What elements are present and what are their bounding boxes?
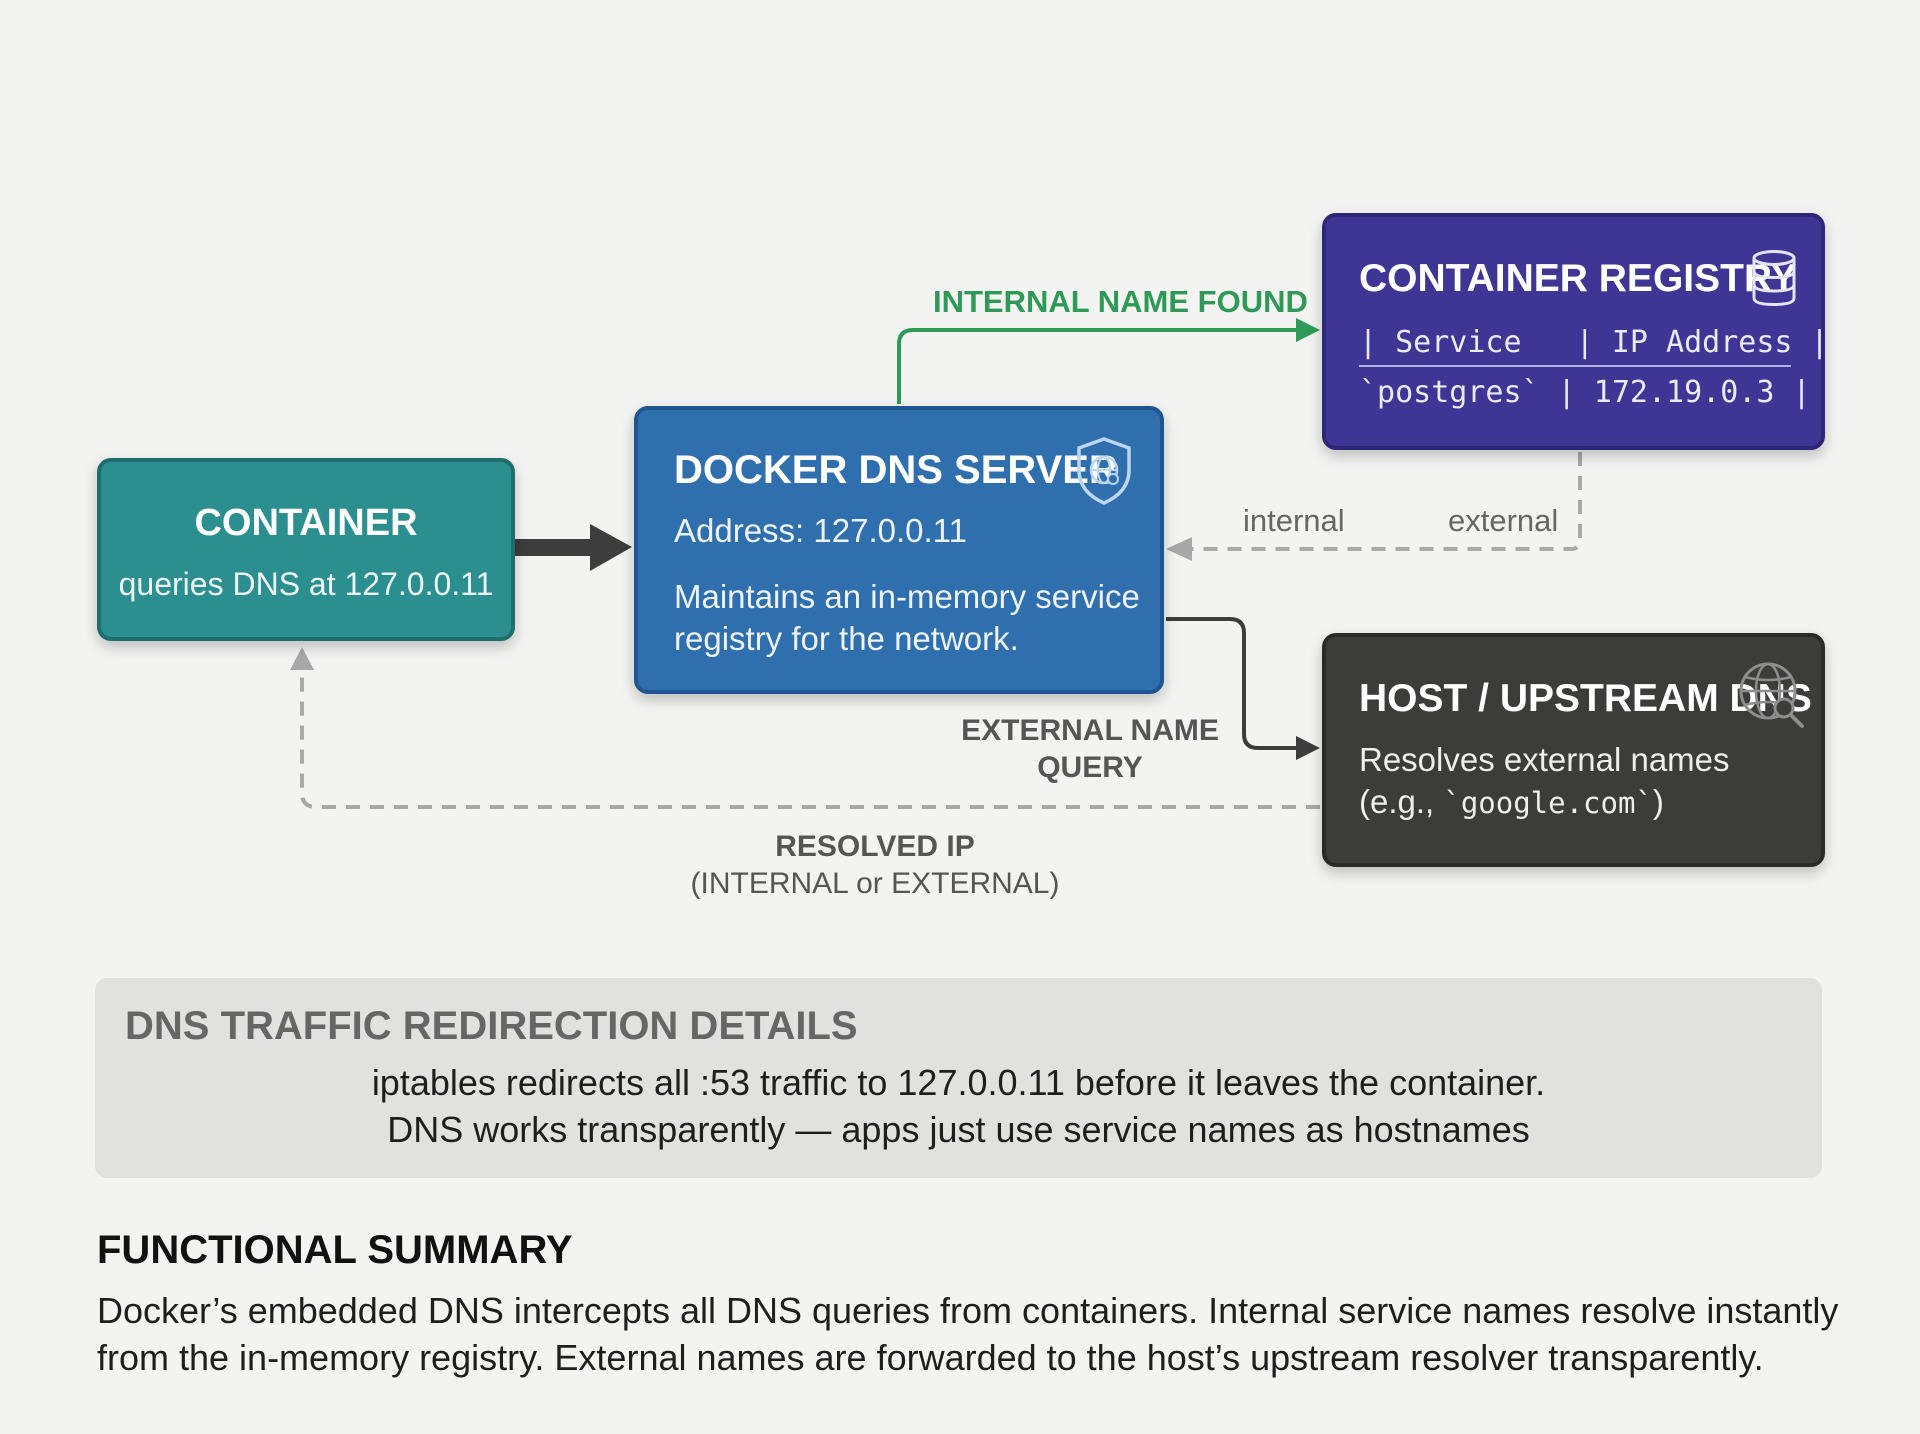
shield-globe-icon xyxy=(1077,437,1131,505)
internal-found-arrowhead xyxy=(1296,318,1320,342)
container-subtitle: queries DNS at 127.0.0.11 xyxy=(118,566,494,602)
summary-title: FUNCTIONAL SUMMARY xyxy=(97,1228,573,1272)
resolved-ip-arrowhead xyxy=(290,647,314,670)
container-registry-node: CONTAINER REGISTRY | Service | IP Addres… xyxy=(1322,213,1829,450)
host-title: HOST / UPSTREAM DNS xyxy=(1359,677,1812,720)
details-line-2: DNS works transparently — apps just use … xyxy=(387,1109,1530,1150)
query-arrow xyxy=(515,524,632,571)
registry-header-row: | Service | IP Address | xyxy=(1359,325,1829,360)
registry-return-arrowhead xyxy=(1166,537,1192,561)
host-description-prefix: Resolves external names (e.g., xyxy=(1359,741,1730,820)
host-description-code: `google.com` xyxy=(1443,786,1653,820)
internal-found-arrow xyxy=(897,328,1298,404)
resolved-ip-label: RESOLVED IP (INTERNAL or EXTERNAL) xyxy=(625,828,1125,902)
external-query-line2: QUERY xyxy=(1037,751,1143,784)
external-query-line1: EXTERNAL NAME xyxy=(961,714,1219,747)
redirection-details-panel: DNS TRAFFIC REDIRECTION DETAILS iptables… xyxy=(95,978,1822,1178)
external-label: external xyxy=(1448,503,1559,538)
host-description: Resolves external names (e.g., `google.c… xyxy=(1359,739,1809,824)
summary-text: Docker’s embedded DNS intercepts all DNS… xyxy=(97,1290,1839,1378)
container-title: CONTAINER xyxy=(194,502,418,544)
external-query-arrow xyxy=(1166,617,1298,750)
host-upstream-dns-node: HOST / UPSTREAM DNS Resolves external na… xyxy=(1322,633,1825,867)
dns-server-node: DOCKER DNS SERVER Address: 127.0.0.11 Ma… xyxy=(634,406,1164,694)
dns-server-address: Address: 127.0.0.11 xyxy=(674,512,967,549)
host-description-suffix: ) xyxy=(1652,783,1664,820)
details-line-1: iptables redirects all :53 traffic to 12… xyxy=(371,1062,1546,1103)
resolved-ip-arrow xyxy=(300,668,1320,809)
external-name-query-label: EXTERNAL NAME QUERY xyxy=(940,712,1240,786)
registry-return-arrow xyxy=(1190,452,1582,551)
globe-search-icon xyxy=(1739,662,1804,728)
database-icon xyxy=(1752,250,1796,307)
registry-data-row: `postgres` | 172.19.0.3 | xyxy=(1359,375,1811,410)
registry-title: CONTAINER REGISTRY xyxy=(1359,257,1797,300)
external-query-arrowhead xyxy=(1296,736,1320,760)
dns-server-description: Maintains an in-memory service registry … xyxy=(674,578,1140,657)
dns-server-title: DOCKER DNS SERVER xyxy=(674,448,1118,492)
details-title: DNS TRAFFIC REDIRECTION DETAILS xyxy=(125,1004,858,1048)
internal-label: internal xyxy=(1243,503,1345,538)
resolved-line1: RESOLVED IP xyxy=(775,830,975,863)
resolved-line2: (INTERNAL or EXTERNAL) xyxy=(690,867,1060,900)
container-node: CONTAINER queries DNS at 127.0.0.11 xyxy=(97,458,515,641)
internal-name-found-label: INTERNAL NAME FOUND xyxy=(933,284,1308,319)
registry-table-divider xyxy=(1359,365,1791,367)
